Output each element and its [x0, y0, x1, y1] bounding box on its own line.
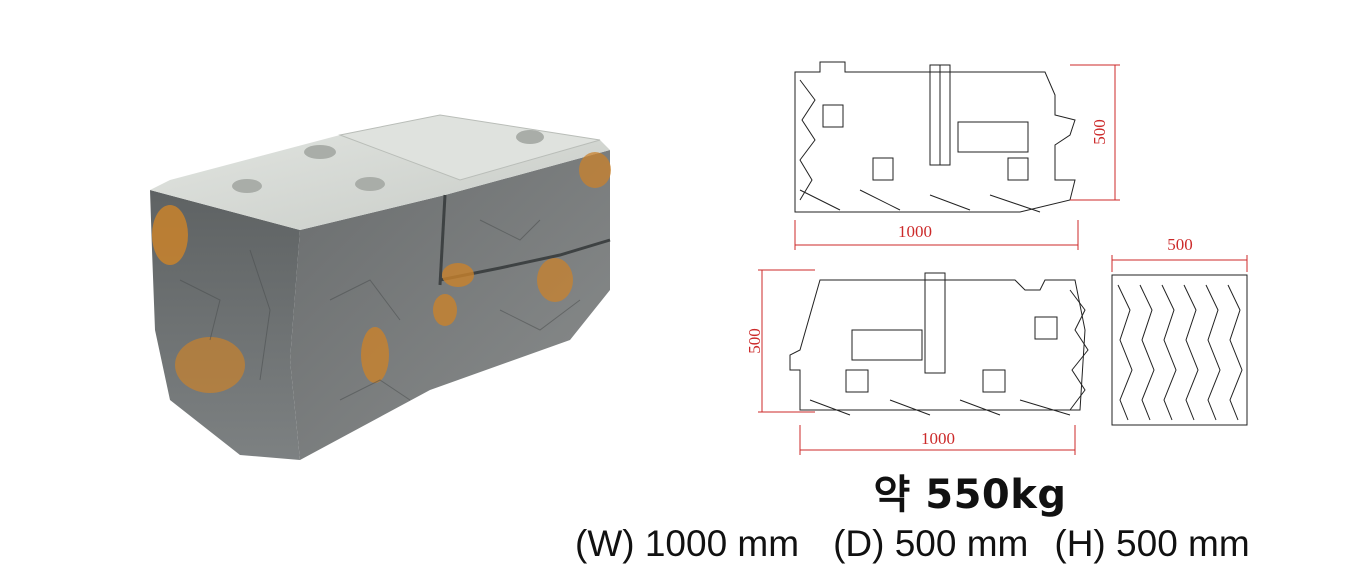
front-view-drawing: [758, 269, 1089, 455]
concrete-block-photo: [150, 114, 611, 460]
dimension-specs: (W) 1000 mm (D) 500 mm (H) 500 mm: [560, 523, 1360, 565]
side-view-width-label: 500: [1167, 235, 1193, 254]
weight-label: 약 550kg: [873, 472, 1067, 518]
front-view-height-label: 500: [745, 328, 764, 354]
top-view-drawing: [794, 61, 1120, 250]
technical-drawings: 1000 500 1000 500 500: [745, 61, 1248, 455]
depth-spec: (D) 500 mm: [833, 523, 1029, 564]
front-view-width-label: 1000: [921, 429, 955, 448]
side-view-drawing: [1111, 255, 1248, 426]
lifting-socket-icon: [516, 130, 544, 144]
lifting-socket-icon: [355, 177, 385, 191]
top-view-height-label: 500: [1090, 119, 1109, 145]
width-spec: (W) 1000 mm: [575, 523, 800, 564]
top-view-width-label: 1000: [898, 222, 932, 241]
lifting-socket-icon: [232, 179, 262, 193]
lifting-socket-icon: [304, 145, 336, 159]
block-end-face: [150, 190, 300, 460]
height-spec: (H) 500 mm: [1054, 523, 1250, 564]
